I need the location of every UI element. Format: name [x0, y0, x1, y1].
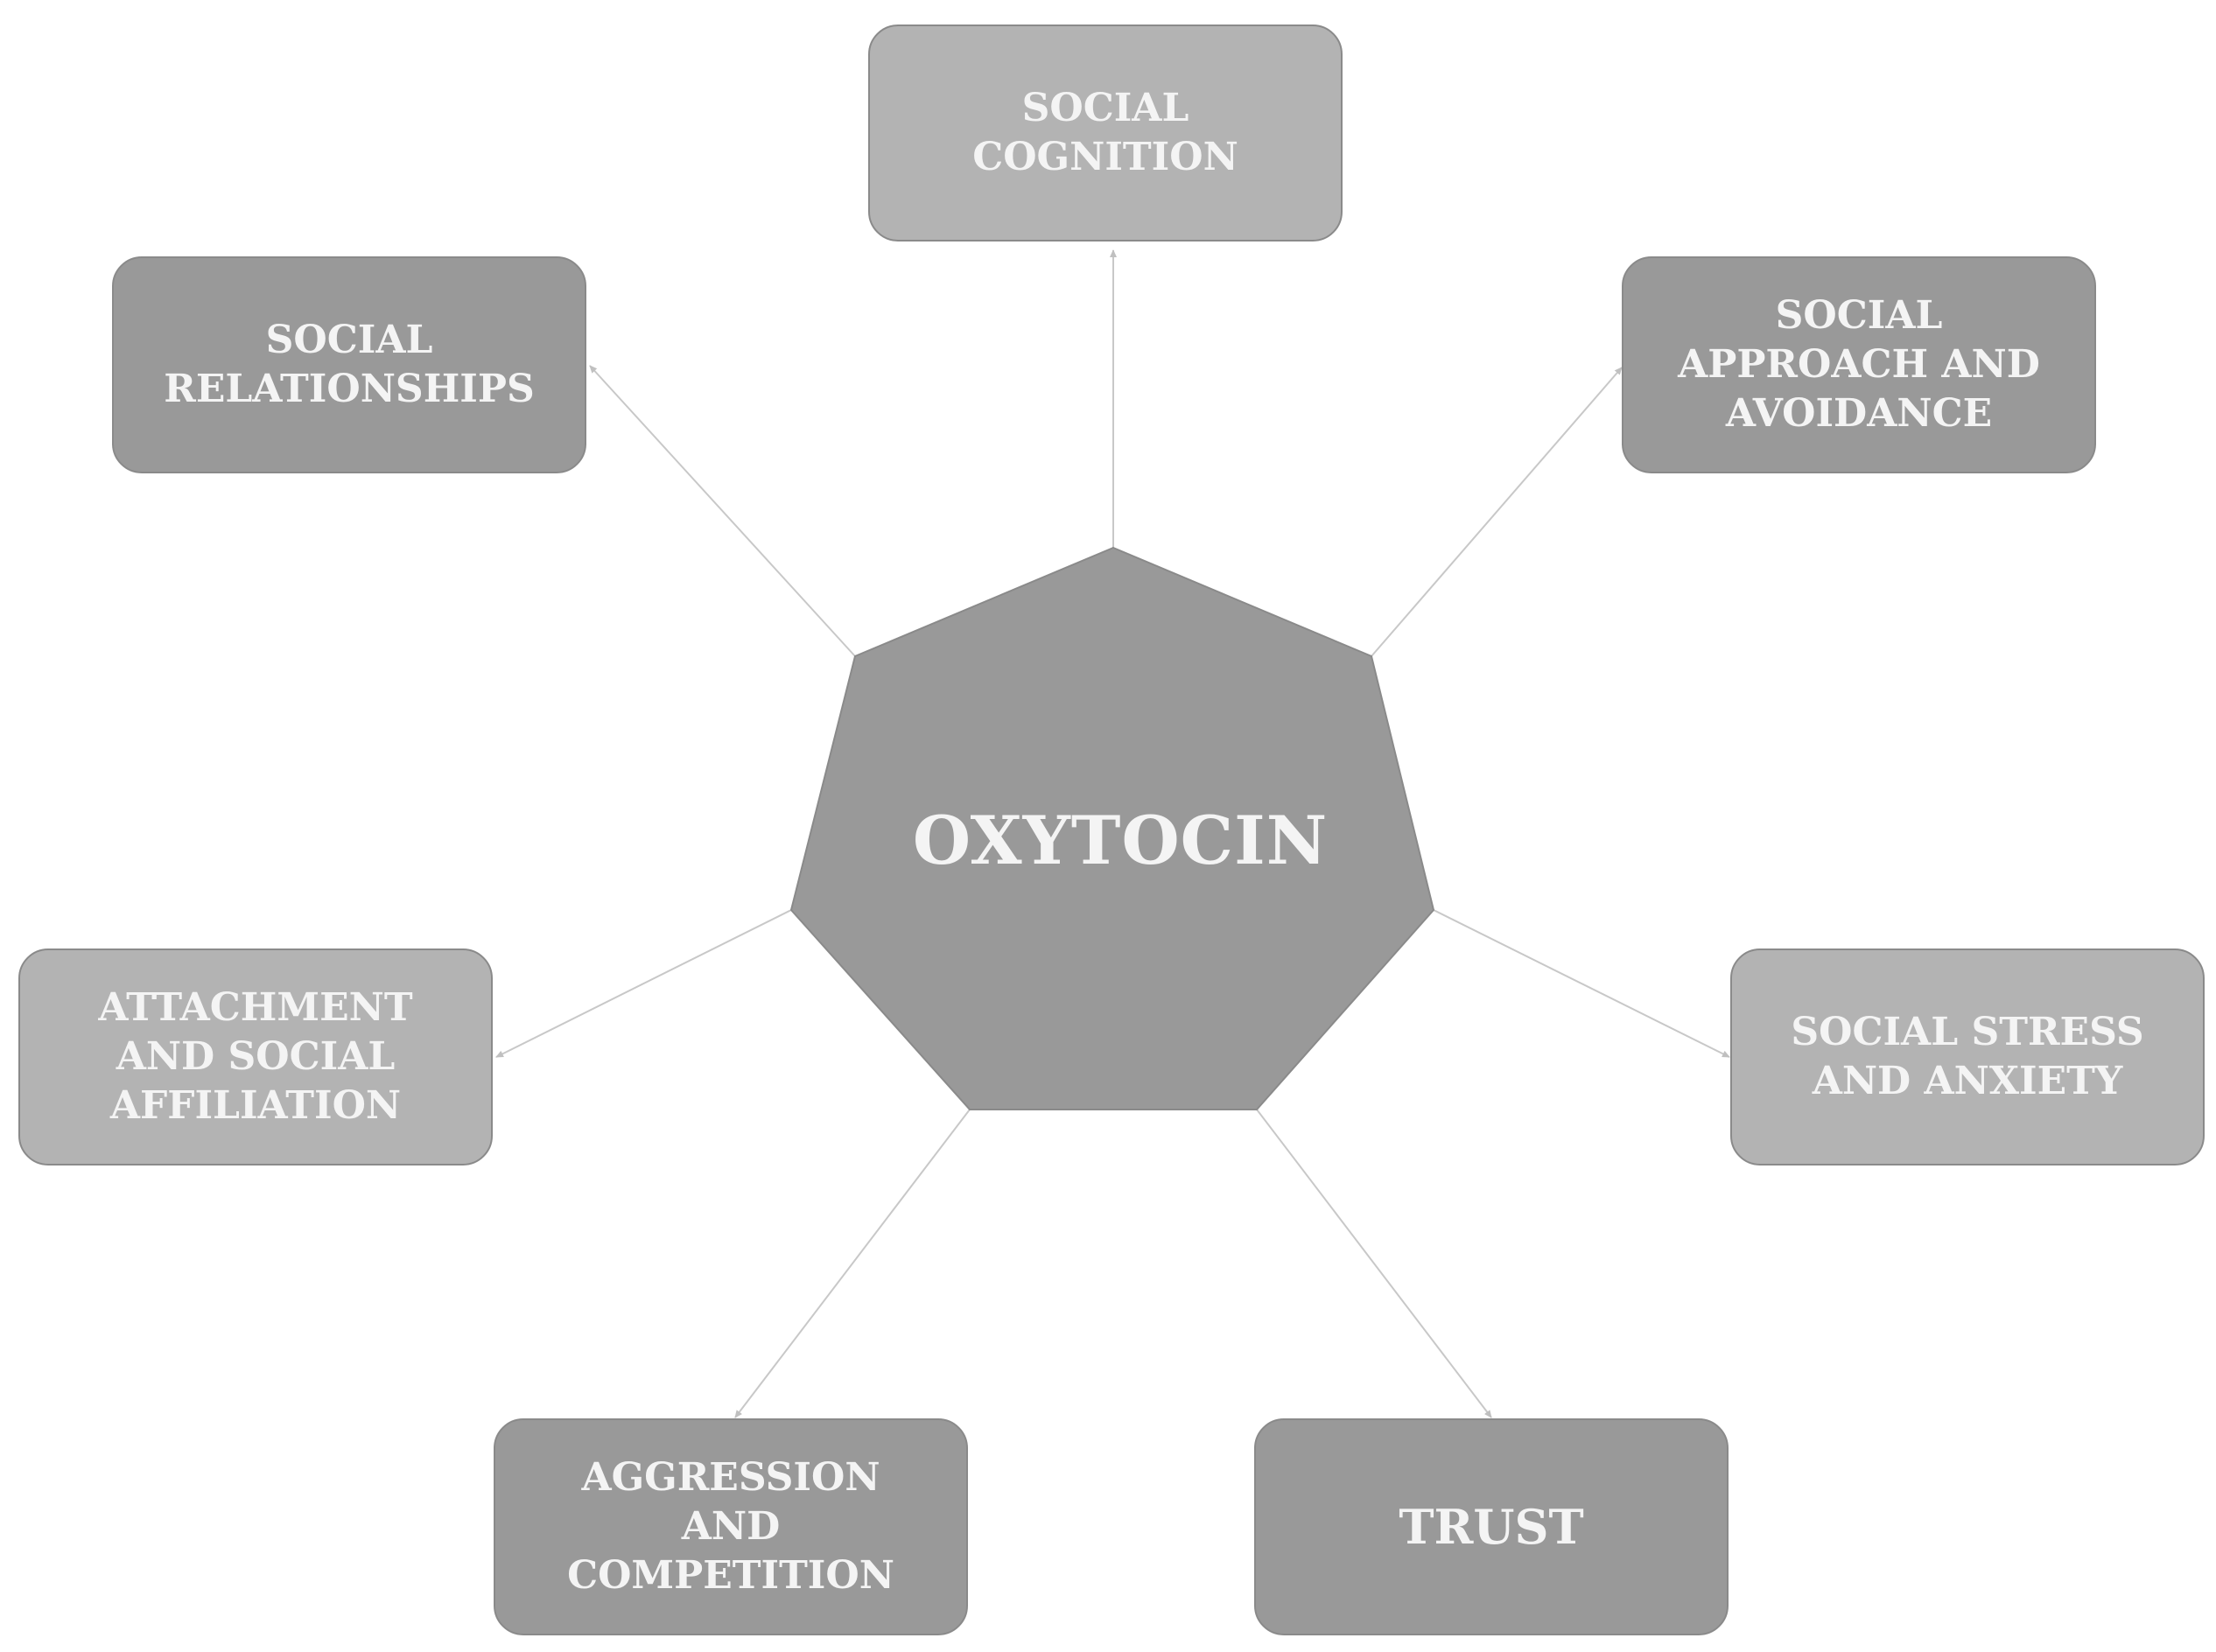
arrow-to-social-approach	[1371, 367, 1623, 657]
connectors	[495, 249, 1730, 1418]
node-social-stress-anxiety: SOCIAL STRESS AND ANXIETY	[1730, 948, 2205, 1166]
arrow-to-social-relationships	[589, 365, 856, 657]
node-social-approach-avoidance: SOCIAL APPROACH AND AVOIDANCE	[1622, 256, 2096, 473]
node-social-relationships: SOCIAL RELATIONSHIPS	[112, 256, 586, 473]
oxytocin-heptagon	[789, 546, 1435, 1110]
node-social-cognition: SOCIAL COGNITION	[868, 24, 1343, 242]
node-attachment-affiliation: ATTACHMENT AND SOCIAL AFFILIATION	[18, 948, 493, 1166]
arrow-to-aggression	[734, 1109, 971, 1418]
node-trust: TRUST	[1254, 1418, 1729, 1635]
node-aggression-competition: AGGRESSION AND COMPETITION	[494, 1418, 968, 1635]
arrow-to-attachment	[495, 909, 792, 1058]
center-label-oxytocin: OXYTOCIN	[912, 801, 1329, 879]
arrow-to-trust	[1256, 1109, 1492, 1418]
arrow-to-social-stress	[1433, 909, 1730, 1058]
